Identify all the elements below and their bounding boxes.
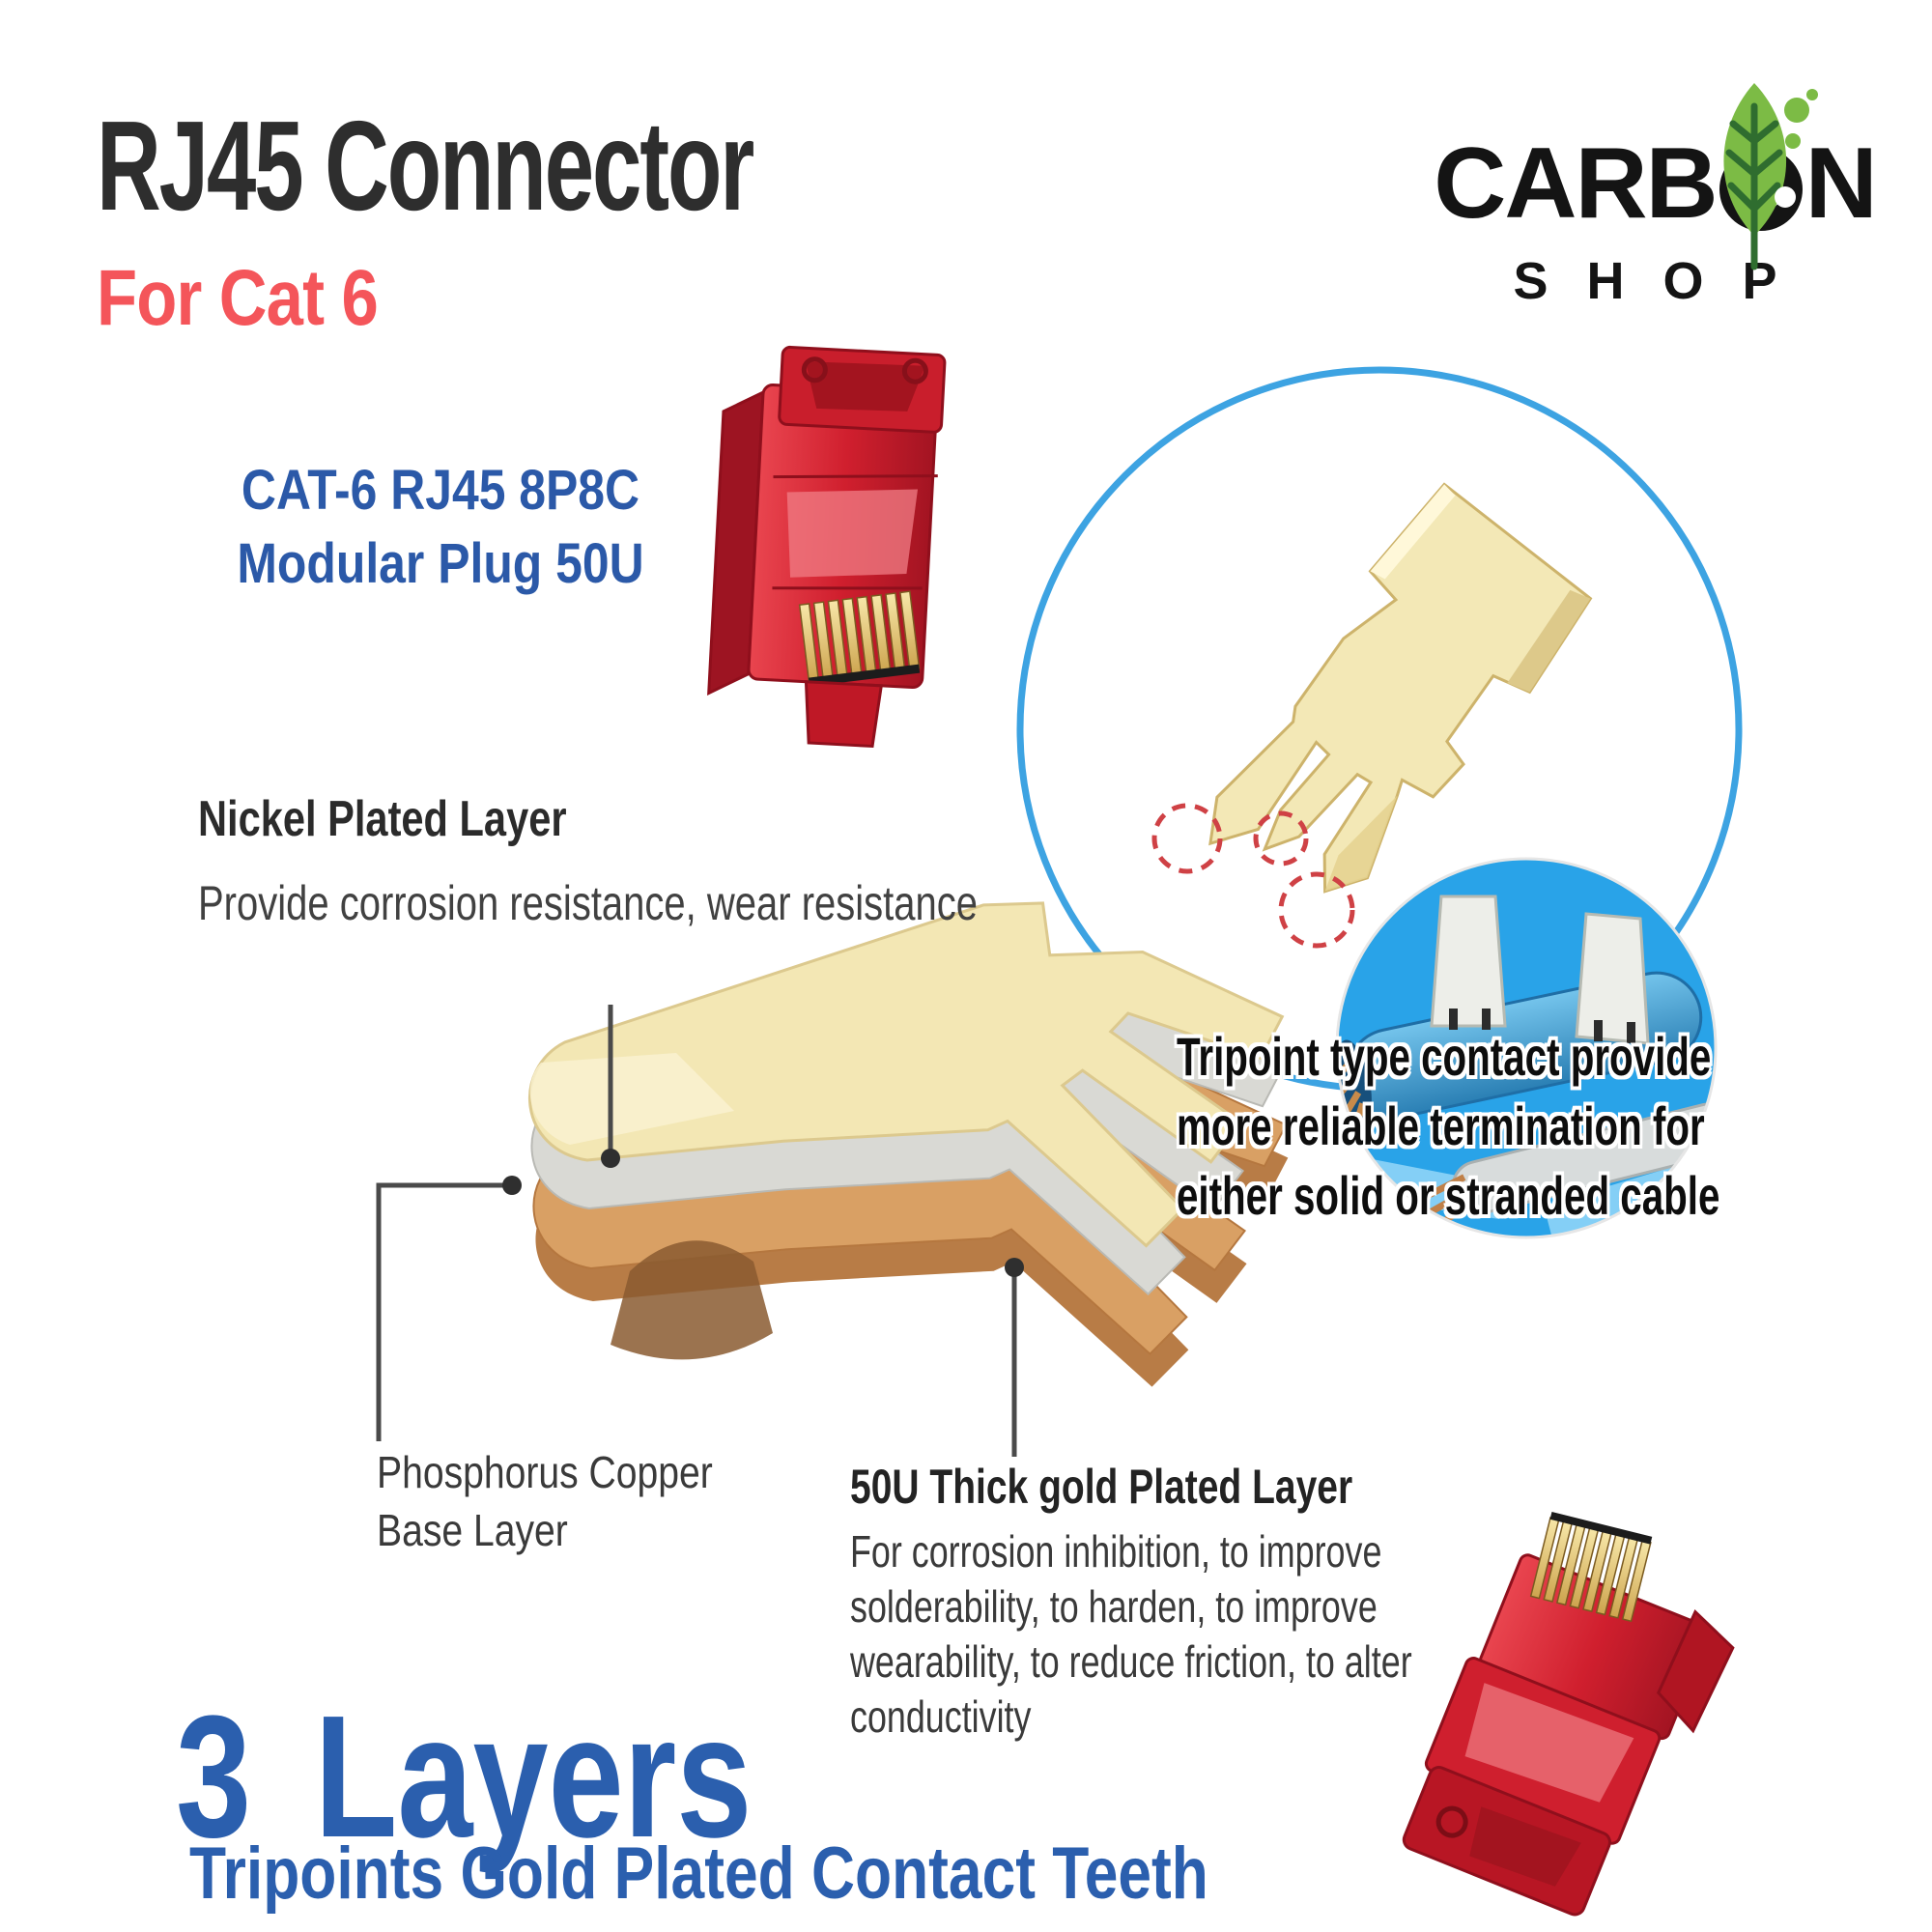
gold-layer-line4: conductivity xyxy=(850,1691,1032,1742)
gold-layer-line1: For corrosion inhibition, to improve xyxy=(850,1526,1382,1577)
cable-termination-inset xyxy=(1335,857,1718,1239)
tripoint-marker-3 xyxy=(1278,871,1355,949)
callout-lines xyxy=(376,1005,1017,1457)
tripoint-marker-2 xyxy=(1253,810,1309,867)
brand-prefix: CARB xyxy=(1434,128,1718,240)
nickel-callout: Nickel Plated Layer Provide corrosion re… xyxy=(198,790,978,931)
gold-layer-callout-title: 50U Thick gold Plated Layer xyxy=(850,1460,1353,1514)
idc-blade-left xyxy=(1430,895,1507,1030)
phosphorus-callout-line2: Base Layer xyxy=(377,1505,568,1555)
product-label: CAT-6 RJ45 8P8C Modular Plug 50U xyxy=(216,454,665,601)
nickel-callout-description: Provide corrosion resistance, wear resis… xyxy=(198,876,979,930)
gold-layer-line2: solderability, to harden, to improve xyxy=(850,1581,1378,1632)
page-subtitle: For Cat 6 xyxy=(97,254,379,342)
callout-dots xyxy=(502,1149,1024,1277)
idc-blade-right xyxy=(1575,912,1650,1045)
nickel-callout-title: Nickel Plated Layer xyxy=(198,791,567,847)
gold-layer-callout: 50U Thick gold Plated Layer For corrosio… xyxy=(850,1459,1412,1745)
tripoint-markers xyxy=(1151,803,1355,949)
product-label-line2: Modular Plug 50U xyxy=(237,532,644,595)
tripoint-callout-line2: more reliable termination for xyxy=(1177,1095,1705,1156)
gold-layer-line3: wearability, to reduce friction, to alte… xyxy=(850,1636,1412,1687)
tripoint-callout-line1: Tripoint type contact provide xyxy=(1177,1026,1712,1087)
gold-contact-pin-illustration xyxy=(1208,482,1593,894)
leaf-icon xyxy=(1704,73,1820,296)
brand-suffix: N xyxy=(1804,128,1878,240)
page-title: RJ45 Connector xyxy=(97,95,754,237)
rj45-connector-illustration-bottom xyxy=(1402,1512,1735,1917)
phosphorus-callout-line xyxy=(376,1182,512,1441)
tripoint-callout-line3: either solid or stranded cable xyxy=(1177,1165,1720,1226)
footer-headline: 3 Layers xyxy=(176,1680,753,1874)
brand-wordmark: CARB N xyxy=(1428,83,1882,270)
footer-subheadline: Tripoints Gold Plated Contact Teeth xyxy=(189,1833,1208,1915)
three-layer-stack-illustration xyxy=(507,839,1334,1523)
tripoint-marker-1 xyxy=(1151,803,1223,874)
gold-layer-callout-body: For corrosion inhibition, to improve sol… xyxy=(850,1524,1412,1745)
phosphorus-callout-line1: Phosphorus Copper xyxy=(377,1447,713,1497)
brand-shop-label: SHOP xyxy=(1513,252,1816,310)
brand-logo: CARB N SHOP xyxy=(1428,83,1882,311)
phosphorus-callout: Phosphorus Copper Base Layer xyxy=(377,1443,713,1559)
tripoint-callout: Tripoint type contact provide more relia… xyxy=(1177,1022,1719,1231)
product-label-line1: CAT-6 RJ45 8P8C xyxy=(241,459,640,522)
rj45-connector-illustration-top xyxy=(707,345,947,749)
